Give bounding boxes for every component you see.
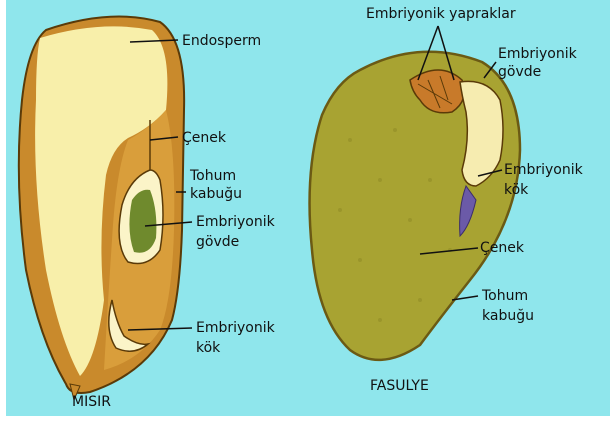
bean-label-cotyledon: Çenek: [480, 240, 525, 256]
bean-label-shoot-2: gövde: [498, 64, 541, 80]
bean-name: FASULYE: [370, 378, 429, 394]
corn-label-endosperm: Endosperm: [182, 33, 261, 49]
bean-label-shoot-1: Embriyonik: [498, 46, 578, 62]
corn-name: MISIR: [72, 394, 111, 410]
corn-label-seed-coat-2: kabuğu: [190, 186, 242, 202]
corn-label-root-2: kök: [196, 340, 221, 356]
bean-label-root-2: kök: [504, 182, 529, 198]
corn-label-seed-coat-1: Tohum: [189, 168, 236, 184]
corn-label-cotyledon: Çenek: [182, 130, 227, 146]
bean-label-root-1: Embriyonik: [504, 162, 584, 178]
corn-label-shoot-1: Embriyonik: [196, 214, 276, 230]
bean-label-leaves: Embriyonik yapraklar: [366, 6, 516, 22]
corn-embryonic-shoot: [129, 190, 156, 253]
bean-label-seed-coat-1: Tohum: [481, 288, 528, 304]
corn-label-shoot-2: gövde: [196, 234, 239, 250]
corn-label-root-1: Embriyonik: [196, 320, 276, 336]
bean-label-seed-coat-2: kabuğu: [482, 308, 534, 324]
